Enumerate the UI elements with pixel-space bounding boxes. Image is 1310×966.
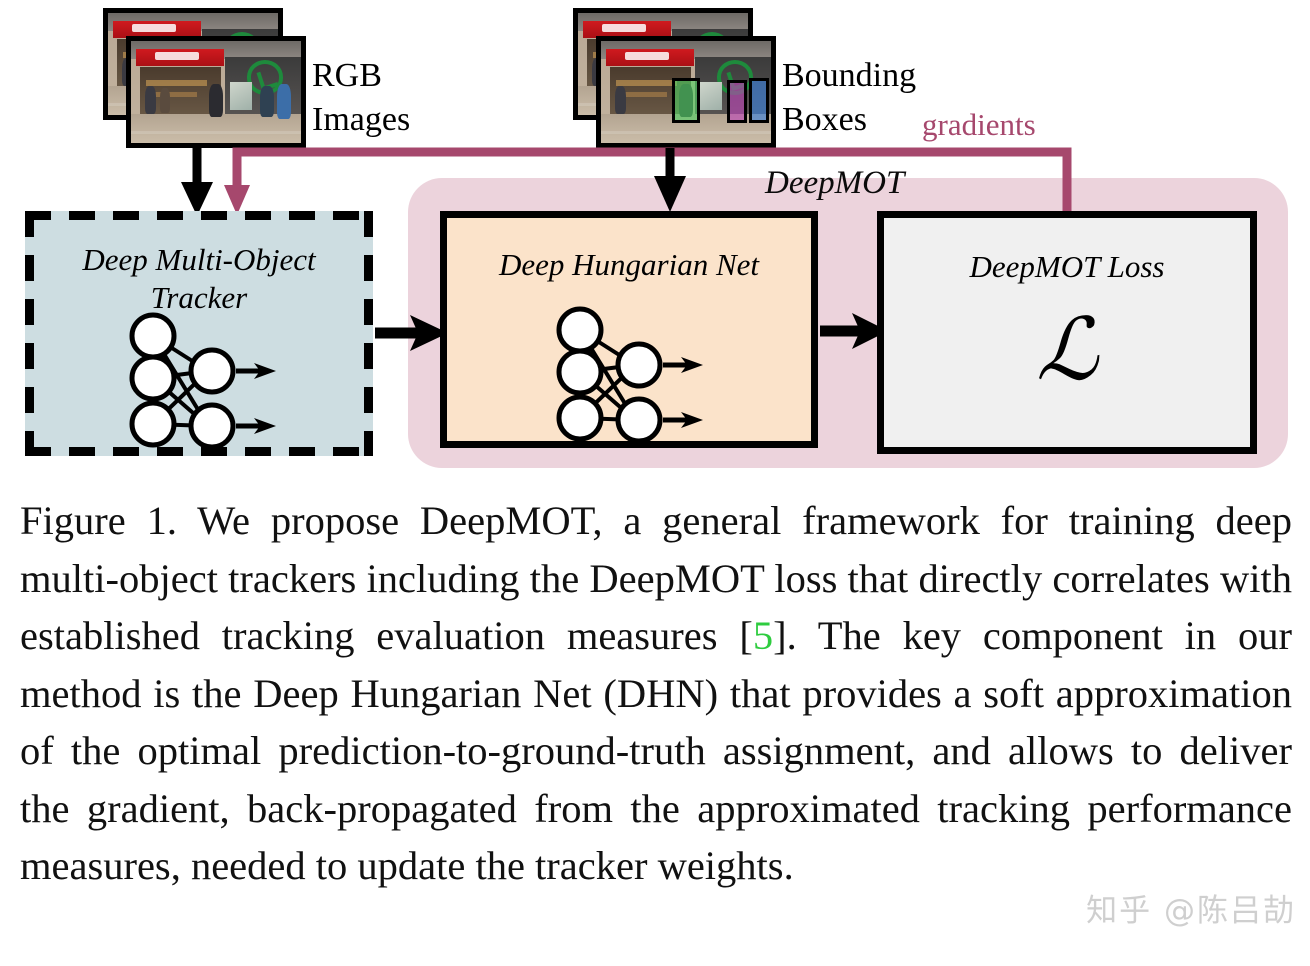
loss-title: DeepMOT Loss bbox=[969, 249, 1165, 284]
caption-reference: 5 bbox=[752, 613, 774, 658]
tracker-network-diagram bbox=[129, 312, 276, 450]
bbox-blue bbox=[748, 77, 770, 123]
loss-symbol: ℒ bbox=[1036, 302, 1098, 398]
tracker-title: Deep Multi-Object Tracker bbox=[82, 242, 316, 315]
dhn-title: Deep Hungarian Net bbox=[498, 247, 760, 282]
bbox-green bbox=[672, 77, 700, 123]
photo-scene bbox=[131, 41, 301, 143]
deep-hungarian-net-block[interactable]: Deep Hungarian Net bbox=[440, 211, 818, 448]
figure-caption: Figure 1. We propose DeepMOT, a general … bbox=[20, 492, 1292, 895]
rgb-image-thumb-front bbox=[126, 36, 306, 148]
caption-suffix: ]. The key component in our method is th… bbox=[20, 613, 1292, 888]
rgb-images-label: RGB Images bbox=[312, 57, 411, 138]
bounding-boxes-label: Bounding Boxes bbox=[782, 57, 917, 138]
bbox-image-thumb-front bbox=[596, 36, 776, 148]
dhn-network-diagram bbox=[556, 306, 703, 444]
bbox-magenta bbox=[726, 79, 748, 123]
deep-multi-object-tracker-block[interactable]: Deep Multi-Object Tracker bbox=[25, 211, 373, 456]
gradients-label: gradients bbox=[922, 107, 1036, 142]
deepmot-container-label: DeepMOT bbox=[765, 165, 905, 201]
caption-prefix: Figure 1. We propose DeepMOT, a general … bbox=[20, 498, 1292, 658]
deepmot-loss-block[interactable]: DeepMOT Loss ℒ bbox=[877, 211, 1257, 454]
zhihu-watermark: 知乎 @陈吕劼 bbox=[1086, 893, 1296, 929]
photo-scene bbox=[601, 41, 771, 143]
